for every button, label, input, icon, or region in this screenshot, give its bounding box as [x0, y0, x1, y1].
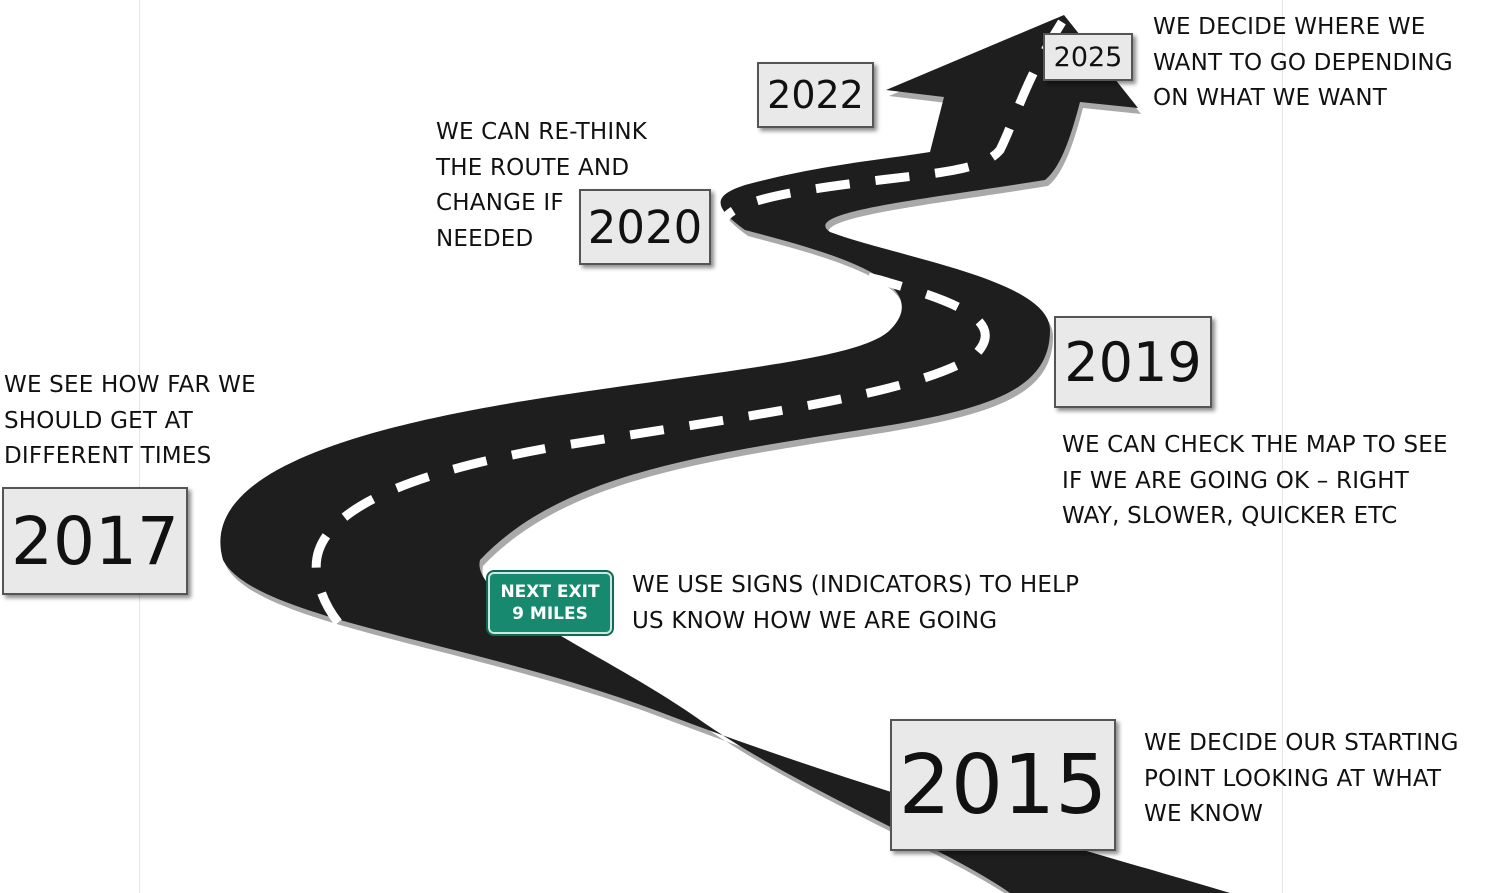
caption-2019: WE CAN CHECK THE MAP TO SEE IF WE ARE GO… [1062, 432, 1448, 529]
lane-dashes [311, 19, 1066, 893]
caption-2025: WE DECIDE WHERE WE WANT TO GO DEPENDING … [1153, 14, 1453, 111]
caption-2015: WE DECIDE OUR STARTING POINT LOOKING AT … [1144, 730, 1459, 827]
caption-2017: WE SEE HOW FAR WE SHOULD GET AT DIFFEREN… [4, 372, 256, 469]
caption-2020: WE CAN RE-THINK THE ROUTE AND CHANGE IF … [436, 119, 648, 252]
frame-line-right [1282, 0, 1283, 893]
year-label-2025: 2025 [1053, 41, 1123, 73]
next-exit-sign: NEXT EXIT 9 MILES [486, 570, 614, 636]
year-box-2020: 2020 [579, 189, 711, 265]
year-label-2015: 2015 [898, 737, 1108, 833]
sign-line-2: 9 MILES [512, 604, 588, 624]
sign-line-1: NEXT EXIT [500, 582, 600, 602]
year-label-2019: 2019 [1064, 330, 1202, 394]
road-shadow [223, 21, 1213, 893]
year-box-2025: 2025 [1043, 33, 1133, 81]
year-box-2019: 2019 [1054, 316, 1212, 408]
year-box-2017: 2017 [2, 487, 188, 595]
year-box-2015: 2015 [890, 719, 1116, 851]
year-label-2022: 2022 [767, 73, 864, 117]
caption-sign: WE USE SIGNS (INDICATORS) TO HELP US KNO… [632, 572, 1080, 634]
year-box-2022: 2022 [757, 62, 874, 128]
year-label-2020: 2020 [587, 200, 703, 254]
frame-line-left [139, 0, 140, 893]
road-body [220, 15, 1231, 893]
year-label-2017: 2017 [11, 502, 179, 580]
